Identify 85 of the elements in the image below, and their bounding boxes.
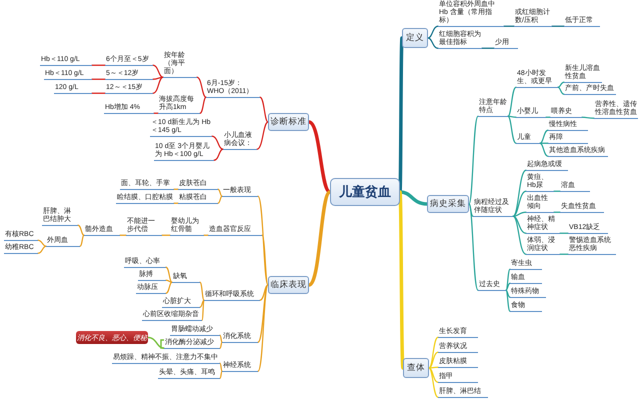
branch-connector [201,300,205,321]
branch-connector [259,96,269,123]
branch-connector [219,362,223,372]
branch-connector [203,234,209,236]
branch-connector [173,202,179,204]
branch-connector [428,352,439,369]
branch-connector [505,290,511,298]
branch-connector [217,188,223,197]
branch-connector [539,130,549,144]
branch-connector [219,334,223,343]
branch-connector [37,246,47,254]
branch-connector [539,142,549,144]
branch-connector [259,284,269,301]
branch-connector [91,92,106,94]
branch-connector [199,96,207,114]
main-topic-box: 查体 [403,358,429,378]
branch-connector [468,203,474,217]
branch-connector [261,234,269,286]
branch-connector [119,234,127,236]
branch-connector [147,336,165,349]
branch-connector [505,268,511,291]
branch-connector [165,282,173,294]
branch-connector [91,78,106,80]
branch-connector [559,254,569,255]
branch-connector [428,366,439,369]
main-topic-box: 临床表现 [268,276,309,294]
branch-connector [557,82,565,88]
branch-connector [428,367,439,398]
branch-connector [468,203,479,291]
branch-connector [217,196,223,204]
branch-connector [256,121,269,150]
branch-connector [199,282,205,301]
branch-connector [428,367,439,383]
branch-connector [257,284,269,343]
branch-connector [165,280,173,283]
branch-connector [219,342,223,349]
branch-connector [507,116,517,144]
branch-connector [505,282,511,291]
branch-connector [211,136,224,150]
branch-connector [512,190,527,217]
branch-connector [257,284,269,372]
branch-connector [257,196,269,286]
branch-connector [427,26,439,39]
main-topic-box: 定义 [402,28,428,48]
branch-connector [553,190,561,192]
branch-connector [427,37,439,49]
branch-connector [199,300,205,308]
branch-connector [545,116,551,118]
branch-connector [91,64,106,66]
main-branch-connector [307,190,332,287]
branch-connector [173,188,179,190]
branch-connector [551,26,565,27]
branch-connector [152,76,164,94]
main-branch-connector [398,190,405,370]
branch-connector [468,116,479,205]
branch-connector [581,116,595,119]
branch-connector [481,48,495,49]
main-topic-box: 诊断标准 [268,113,309,131]
branch-connector [213,148,224,161]
branch-connector [512,170,527,217]
branch-connector [512,216,527,234]
main-branch-connector [307,120,332,194]
branch-connector [161,234,171,236]
branch-connector [505,290,511,312]
branch-connector [165,266,173,283]
branch-connector [557,86,565,95]
central-topic-box: 儿童贫血 [330,178,400,206]
branch-connector [219,370,223,379]
branch-connector [553,212,561,213]
branch-connector [507,116,517,118]
branch-connector [196,76,207,98]
branch-connector [153,112,159,114]
branch-connector [152,64,164,78]
branch-connector [512,216,527,255]
branch-connector [503,26,515,27]
branch-connector [428,336,439,369]
branch-connector [507,86,517,117]
branch-connector [539,142,549,157]
branch-connector [559,232,569,234]
branch-connector [79,234,85,247]
branch-connector [77,224,85,236]
branch-connector [37,240,47,247]
branch-connector [512,212,527,217]
main-topic-box: 病史采集 [427,195,469,213]
branch-connector [152,76,164,80]
